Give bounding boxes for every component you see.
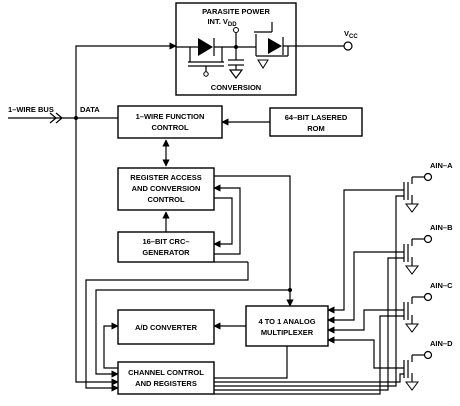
transistor-icon	[188, 47, 224, 77]
svg-text:AIN–D: AIN–D	[430, 339, 453, 348]
svg-text:4 TO 1 ANALOG: 4 TO 1 ANALOG	[258, 317, 315, 326]
ground-icon	[228, 69, 244, 79]
svg-text:REGISTER ACCESS: REGISTER ACCESS	[130, 173, 201, 182]
register-access-control: REGISTER ACCESS AND CONVERSION CONTROL	[117, 167, 215, 211]
svg-text:64–BIT LASERED: 64–BIT LASERED	[285, 113, 348, 122]
data-label: DATA	[80, 105, 100, 114]
ad-converter: A/D CONVERTER	[117, 309, 215, 345]
svg-text:AIN–B: AIN–B	[430, 223, 453, 232]
svg-text:ROM: ROM	[307, 124, 325, 133]
parasite-power-title: PARASITE POWER	[202, 7, 270, 16]
svg-text:AIN–A: AIN–A	[430, 161, 453, 170]
channel-control-registers: CHANNEL CONTROL AND REGISTERS	[117, 361, 215, 395]
ain-c-pin	[423, 292, 433, 302]
svg-text:MULTIPLEXER: MULTIPLEXER	[261, 328, 314, 337]
svg-text:AIN–C: AIN–C	[430, 281, 453, 290]
svg-text:A/D CONVERTER: A/D CONVERTER	[135, 323, 198, 332]
ain-a-pin	[423, 172, 433, 182]
input-channel-a: AIN–A	[327, 161, 453, 314]
svg-text:AND CONVERSION: AND CONVERSION	[132, 184, 201, 193]
onewire-bus: 1–WIRE BUS DATA	[8, 105, 118, 124]
svg-text:CHANNEL CONTROL: CHANNEL CONTROL	[128, 368, 204, 377]
onewire-function-control: 1–WIRE FUNCTION CONTROL	[117, 105, 223, 139]
analog-multiplexer: 4 TO 1 ANALOG MULTIPLEXER	[245, 305, 329, 347]
svg-text:AND REGISTERS: AND REGISTERS	[135, 379, 197, 388]
int-vdd-label: INT. VDD	[207, 17, 237, 28]
input-channel-b: AIN–B	[327, 223, 453, 324]
vcc-label: VCC	[344, 29, 358, 40]
onewire-bus-label: 1–WIRE BUS	[8, 105, 54, 114]
ain-d-pin	[423, 350, 433, 360]
svg-text:CONTROL: CONTROL	[151, 123, 188, 132]
input-channel-c: AIN–C	[327, 281, 453, 334]
transistor-icon	[254, 22, 289, 69]
parasite-power-section: PARASITE POWER INT. VDD CONVERSION	[175, 2, 297, 96]
svg-text:CONTROL: CONTROL	[147, 195, 184, 204]
capacitor-icon	[228, 27, 244, 70]
crc-generator: 16–BIT CRC– GENERATOR	[117, 231, 215, 263]
vcc-pin	[343, 41, 353, 51]
input-channel-d: AIN–D	[327, 336, 453, 391]
svg-text:GENERATOR: GENERATOR	[142, 248, 190, 257]
svg-text:1–WIRE FUNCTION: 1–WIRE FUNCTION	[136, 112, 205, 121]
ain-b-pin	[423, 234, 433, 244]
rom-block: 64–BIT LASERED ROM	[269, 107, 363, 137]
svg-text:16–BIT CRC–: 16–BIT CRC–	[142, 237, 189, 246]
conversion-label: CONVERSION	[211, 83, 261, 92]
